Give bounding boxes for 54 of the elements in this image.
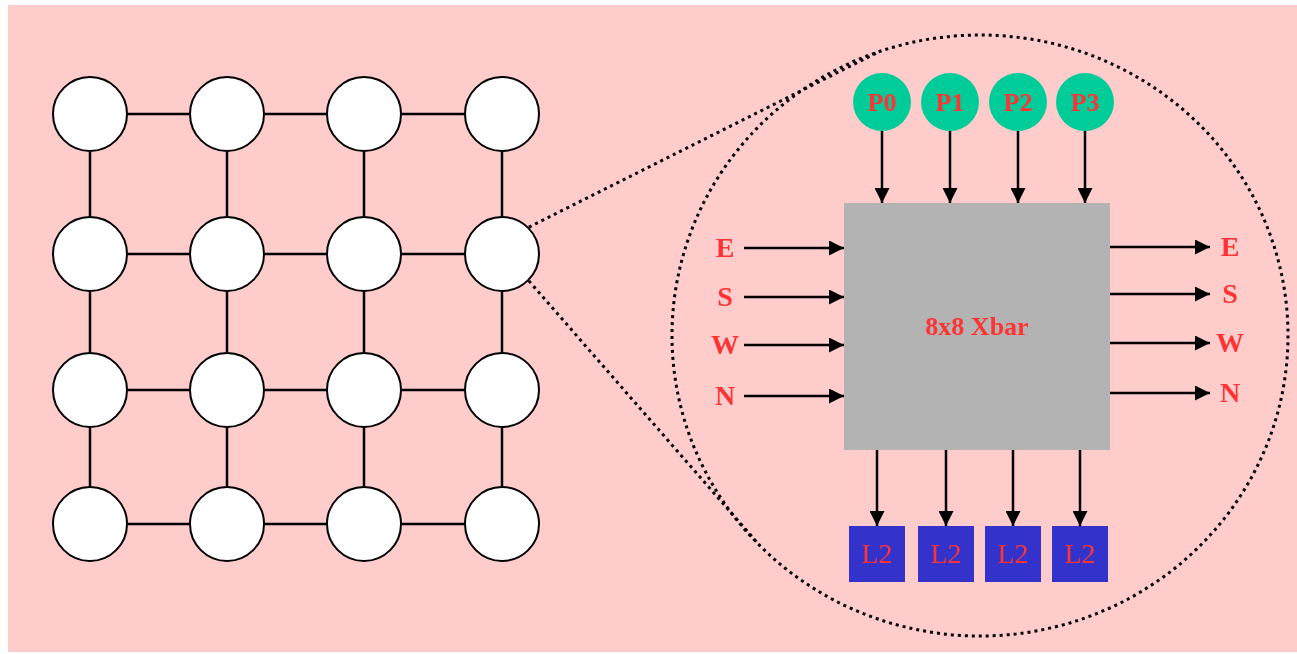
link-line [500,152,504,216]
link-line [128,522,189,526]
arrow [744,337,844,353]
link-line [362,152,366,216]
arrow [1110,286,1210,302]
arrow [744,388,844,404]
link-line [88,292,92,352]
arrow [1077,131,1093,203]
link-line [265,522,326,526]
link-line [500,428,504,486]
link-line [362,428,366,486]
port-label: E [1210,230,1250,264]
link-line [500,292,504,352]
arrow [869,450,885,526]
link-line [225,292,229,352]
cache-box: L2 [849,526,905,582]
link-line [402,252,464,256]
arrow [938,450,954,526]
link-line [88,428,92,486]
cache-box: L2 [985,526,1041,582]
link-line [402,112,464,116]
crossbar-box: 8x8 Xbar [844,203,1110,450]
link-line [128,252,189,256]
zoom-circle [672,35,1288,636]
port-label: S [1210,277,1250,311]
link-line [128,388,189,392]
link-line [128,112,189,116]
link-line [265,388,326,392]
port-label: N [706,379,744,413]
link-line [265,112,326,116]
arrow [744,289,844,305]
link-line [362,292,366,352]
arrow [744,240,844,256]
arrow [1110,239,1210,255]
port-label: W [1210,326,1250,360]
link-line [402,388,464,392]
port-label: E [706,231,744,265]
arrow [942,131,958,203]
arrow [874,131,890,203]
arrow [1010,131,1026,203]
cache-box: L2 [918,526,974,582]
link-line [265,252,326,256]
link-line [402,522,464,526]
link-line [88,152,92,216]
port-label: N [1210,376,1250,410]
cache-box: L2 [1052,526,1108,582]
link-line [225,428,229,486]
arrow [1110,335,1210,351]
arrow [1110,385,1210,401]
port-label: S [706,280,744,314]
arrow [1005,450,1021,526]
link-line [225,152,229,216]
arrow [1072,450,1088,526]
port-label: W [706,328,744,362]
